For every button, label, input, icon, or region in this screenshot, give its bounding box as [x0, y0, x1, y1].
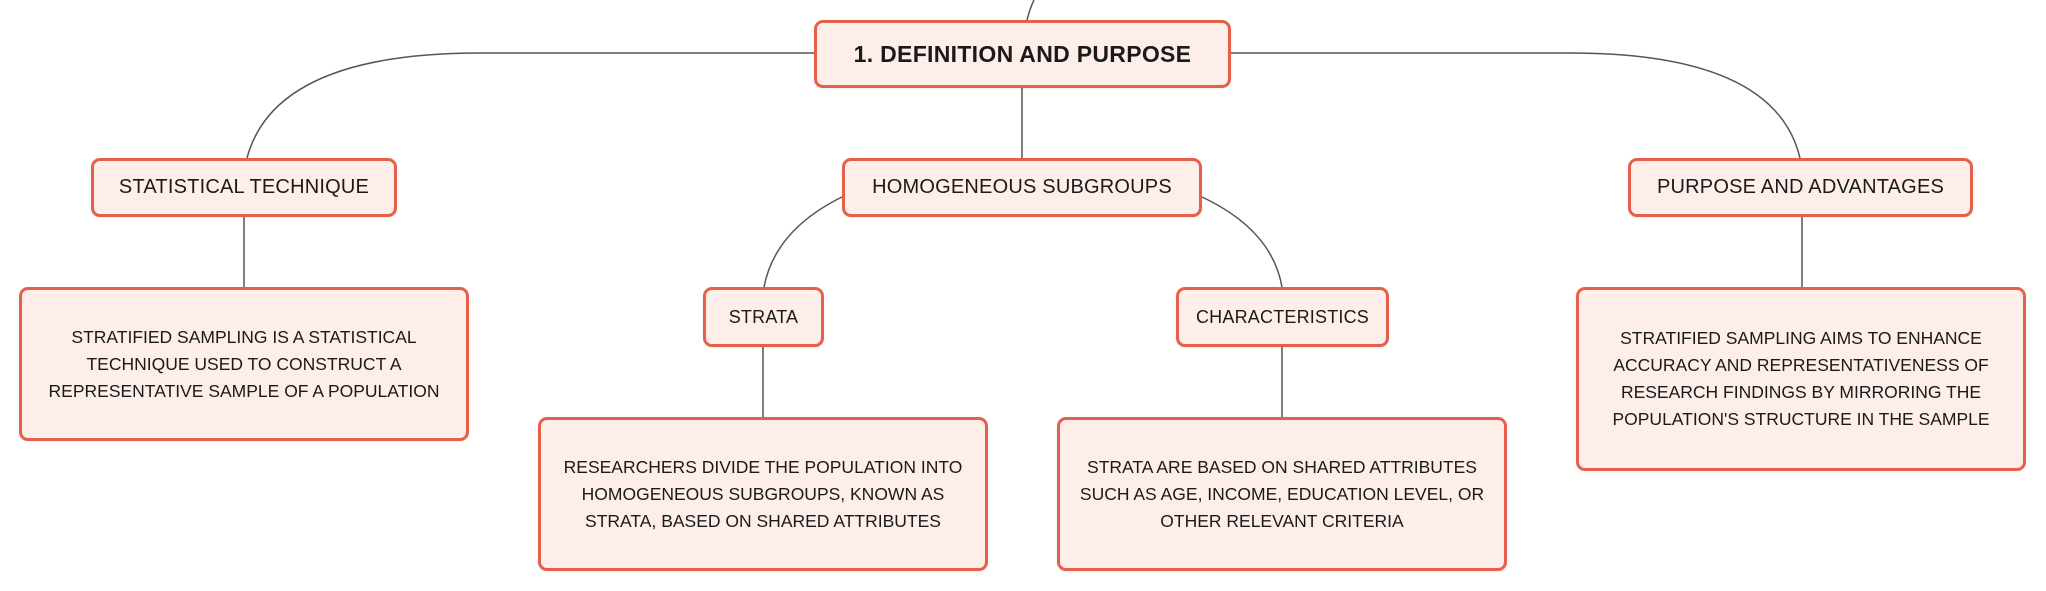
purpose-and-advantages-node[interactable]: PURPOSE AND ADVANTAGES: [1628, 158, 1973, 217]
connector-homogeneous-subgroups-to-characteristics: [1201, 196, 1283, 288]
statistical-technique-node[interactable]: STATISTICAL TECHNIQUE: [91, 158, 397, 217]
strata-label: STRATA: [728, 306, 799, 327]
strata-node[interactable]: STRATA: [703, 287, 824, 347]
root-node-label: 1. DEFINITION AND PURPOSE: [853, 40, 1192, 67]
connector-homogeneous-subgroups-to-strata: [763, 196, 843, 288]
characteristics-description: STRATA ARE BASED ON SHARED ATTRIBUTES SU…: [1079, 456, 1485, 531]
homogeneous-subgroups-node[interactable]: HOMOGENEOUS SUBGROUPS: [842, 158, 1202, 217]
purpose-and-advantages-description-node[interactable]: STRATIFIED SAMPLING AIMS TO ENHANCE ACCU…: [1576, 287, 2026, 471]
strata-description-node[interactable]: RESEARCHERS DIVIDE THE POPULATION INTO H…: [538, 417, 988, 571]
connector-parent-to-root: [1026, 0, 1035, 21]
homogeneous-subgroups-label: HOMOGENEOUS SUBGROUPS: [872, 176, 1172, 198]
characteristics-label: CHARACTERISTICS: [1195, 306, 1369, 327]
purpose-and-advantages-label: PURPOSE AND ADVANTAGES: [1656, 176, 1945, 198]
characteristics-description-node[interactable]: STRATA ARE BASED ON SHARED ATTRIBUTES SU…: [1057, 417, 1507, 571]
characteristics-node[interactable]: CHARACTERISTICS: [1176, 287, 1389, 347]
root-node[interactable]: 1. DEFINITION AND PURPOSE: [814, 20, 1231, 88]
connector-root-to-statistical-technique: [246, 52, 814, 159]
purpose-and-advantages-description: STRATIFIED SAMPLING AIMS TO ENHANCE ACCU…: [1612, 328, 1990, 429]
statistical-technique-label: STATISTICAL TECHNIQUE: [118, 176, 370, 198]
statistical-technique-description: STRATIFIED SAMPLING IS A STATISTICAL TEC…: [48, 326, 440, 401]
connector-root-to-purpose-and-advantages: [1231, 52, 1801, 159]
strata-description: RESEARCHERS DIVIDE THE POPULATION INTO H…: [563, 456, 963, 531]
statistical-technique-description-node[interactable]: STRATIFIED SAMPLING IS A STATISTICAL TEC…: [19, 287, 469, 441]
